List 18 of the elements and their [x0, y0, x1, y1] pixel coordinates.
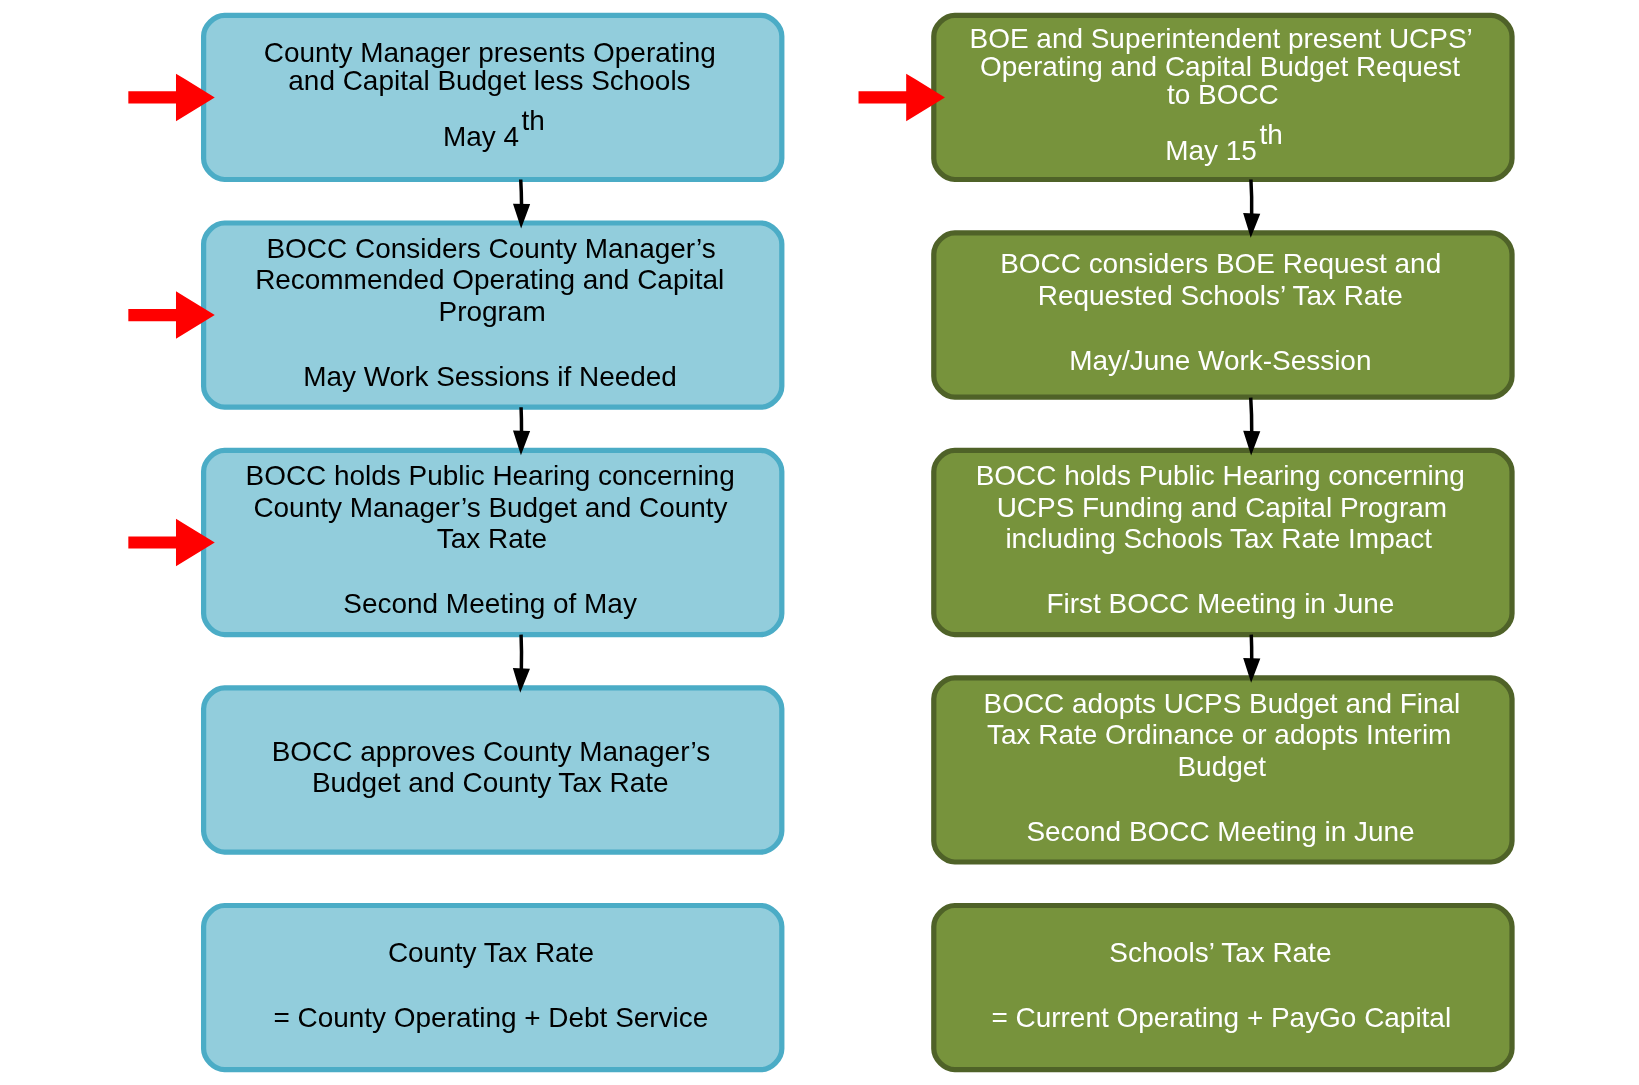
arrow	[512, 634, 530, 693]
node-box: BOCC Considers County Manager’s Recommended Operating and Capital Program May Work Sessions if Needed	[201, 220, 785, 410]
node-box: BOCC holds Public Hearing concerning UCPS Funding and Capital Program including Schools Tax Rate Impact First BOCC Meeting in June	[931, 447, 1515, 638]
node-box: BOCC adopts UCPS Budget and Final Tax Rate Ordinance or adopts Interim Budget Second BOCC Meeting in June	[931, 675, 1515, 865]
node-box: BOCC considers BOE Request and Requested Schools’ Tax Rate May/June Work-Session	[931, 230, 1515, 400]
arrow	[128, 73, 215, 122]
arrow	[858, 73, 945, 122]
node-box: BOCC approves County Manager’s Budget and County Tax Rate	[201, 685, 785, 855]
arrow	[513, 179, 531, 229]
arrow	[513, 407, 531, 456]
arrow	[1243, 179, 1261, 238]
node-box: BOCC holds Public Hearing concerning County Manager’s Budget and County Tax Rate Second Meeting of May	[201, 447, 785, 638]
node-box: Schools’ Tax Rate = Current Operating + PayGo Capital	[931, 902, 1515, 1073]
node-box: County Tax Rate = County Operating + Debt Service	[201, 902, 785, 1073]
arrow	[128, 518, 215, 567]
arrow	[128, 291, 215, 339]
arrow	[1243, 634, 1261, 683]
arrow	[1243, 397, 1261, 456]
